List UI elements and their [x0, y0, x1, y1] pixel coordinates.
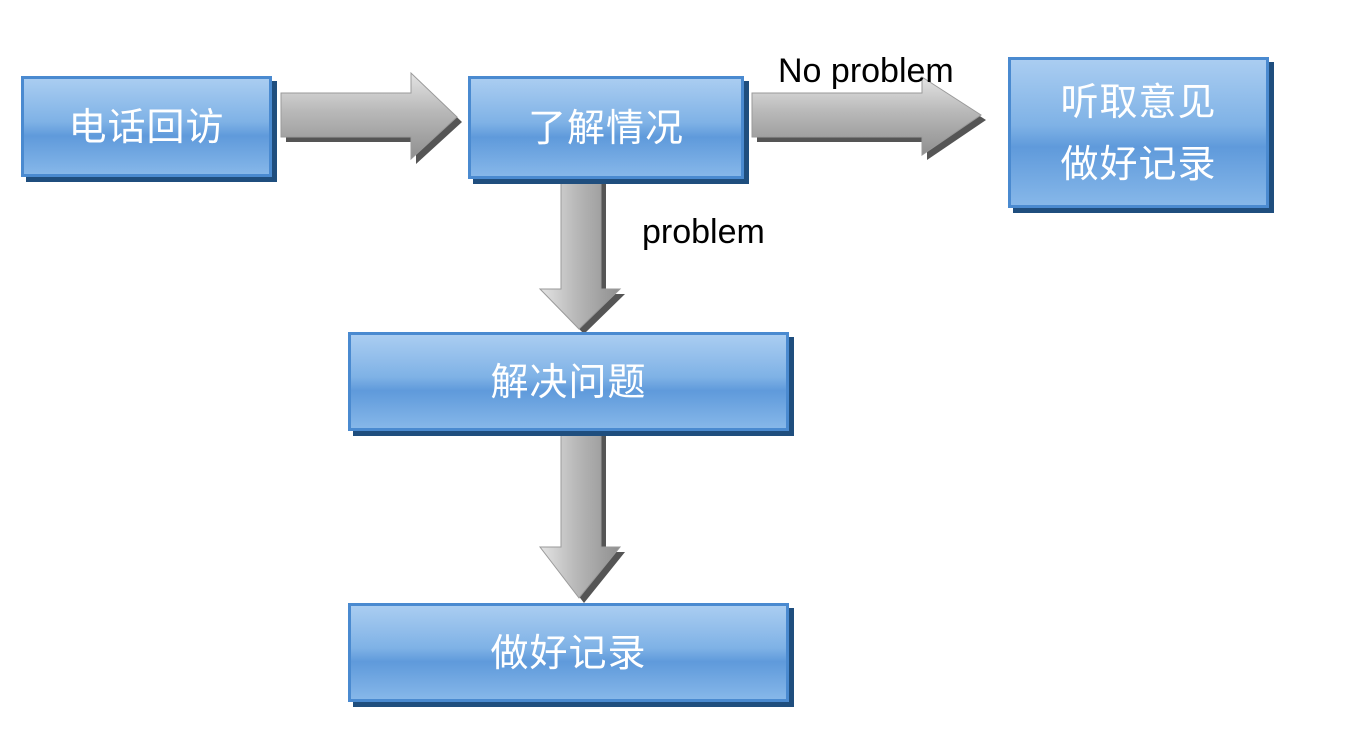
- node-listen-line1: 听取意见: [1060, 79, 1217, 124]
- edge-label-problem: problem: [642, 213, 765, 251]
- node-record-text: 做好记录: [490, 630, 647, 675]
- edge-label-no-problem: No problem: [778, 52, 954, 90]
- node-solve-problem: 解决问题: [348, 332, 789, 431]
- arrow-solve-to-record: [538, 420, 625, 603]
- node-listen-and-record: 听取意见 做好记录: [1008, 57, 1269, 208]
- arrow-understand-to-listen: [751, 76, 986, 160]
- node-understand-text: 了解情况: [527, 105, 684, 150]
- node-solve-text: 解决问题: [490, 359, 647, 404]
- node-record: 做好记录: [348, 603, 789, 702]
- node-callback: 电话回访: [21, 76, 272, 177]
- node-callback-text: 电话回访: [68, 104, 225, 149]
- arrow-understand-to-solve: [538, 156, 625, 334]
- node-understand: 了解情况: [468, 76, 744, 179]
- arrow-callback-to-understand: [280, 71, 462, 164]
- node-listen-line2: 做好记录: [1060, 141, 1217, 186]
